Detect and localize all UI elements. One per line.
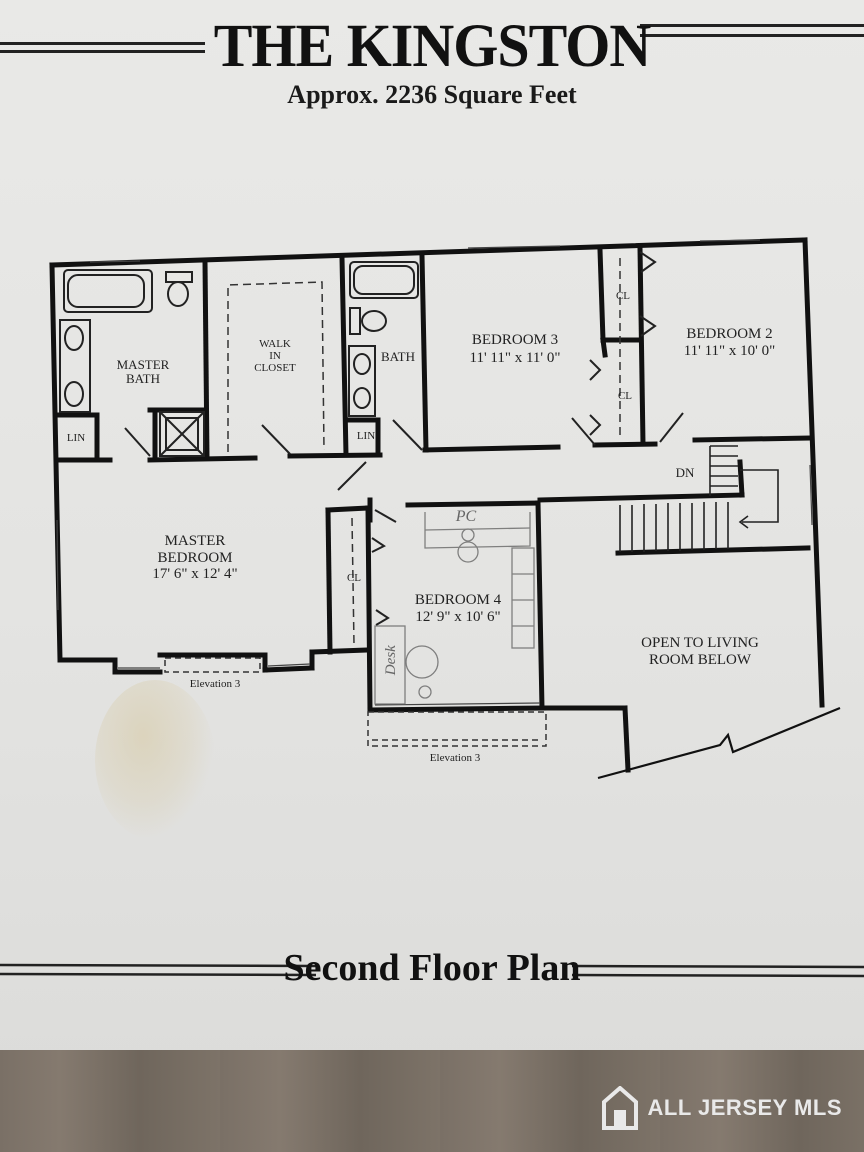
vanity-1 [59,319,91,413]
square-feet-subtitle: Approx. 2236 Square Feet [287,80,577,109]
header-rule-left-1 [0,42,205,45]
floor-plan-title: Second Floor Plan [283,947,581,989]
house-logo-icon [601,1086,638,1130]
label-bedroom4-name: BEDROOM 4 [414,592,502,608]
label-linen-2: LIN [356,430,376,442]
header-rule-right-2 [640,34,864,37]
label-bedroom2-dims: 11' 11" x 10' 0" [683,343,776,359]
label-elevation-1: Elevation 3 [189,678,241,690]
label-elevation-2: Elevation 3 [429,752,481,764]
wall-right [802,237,825,708]
wood-floor-background [0,1050,864,1152]
label-stairs-down: DN [675,465,695,480]
label-master-bedroom-dims: 17' 6" x 12' 4" [152,566,238,582]
label-master-bath: MASTER BATH [116,357,170,387]
header-rule-left-2 [0,50,205,53]
bathtub-1 [63,269,153,313]
watermark-text: ALL JERSEY MLS [647,1095,842,1120]
paper-stain [95,680,215,840]
label-linen-1: LIN [66,432,86,444]
toilet-2 [361,310,387,332]
mls-watermark: ALL JERSEY MLS [601,1080,842,1136]
handwritten-desk-note: Desk [382,645,399,676]
plan-name-title: THE KINGSTON [213,11,652,80]
vanity-2 [348,345,376,417]
shower [159,411,205,457]
wall-top [49,237,808,268]
handwritten-pc-note: PC [455,508,477,525]
label-bedroom3-name: BEDROOM 3 [471,332,559,348]
wall-left [49,262,63,663]
label-open-to-living: OPEN TO LIVING ROOM BELOW [641,635,759,668]
header-rule-right-1 [640,24,864,27]
toilet-1 [167,281,189,307]
label-bedroom3-dims: 11' 11" x 11' 0" [469,350,561,366]
label-bedroom2-name: BEDROOM 2 [686,326,773,342]
label-bedroom4-dims: 12' 9" x 10' 6" [415,609,501,625]
label-master-bedroom-name: MASTER BEDROOM [157,533,233,566]
paper-sheet [0,0,864,1080]
label-bath: BATH [381,349,415,364]
label-closet-3: CL [346,572,362,584]
bathtub-2 [349,261,419,299]
label-closet-1: CL [615,290,631,302]
label-closet-2: CL [617,390,633,402]
label-walk-in-closet: WALK IN CLOSET [254,338,296,375]
